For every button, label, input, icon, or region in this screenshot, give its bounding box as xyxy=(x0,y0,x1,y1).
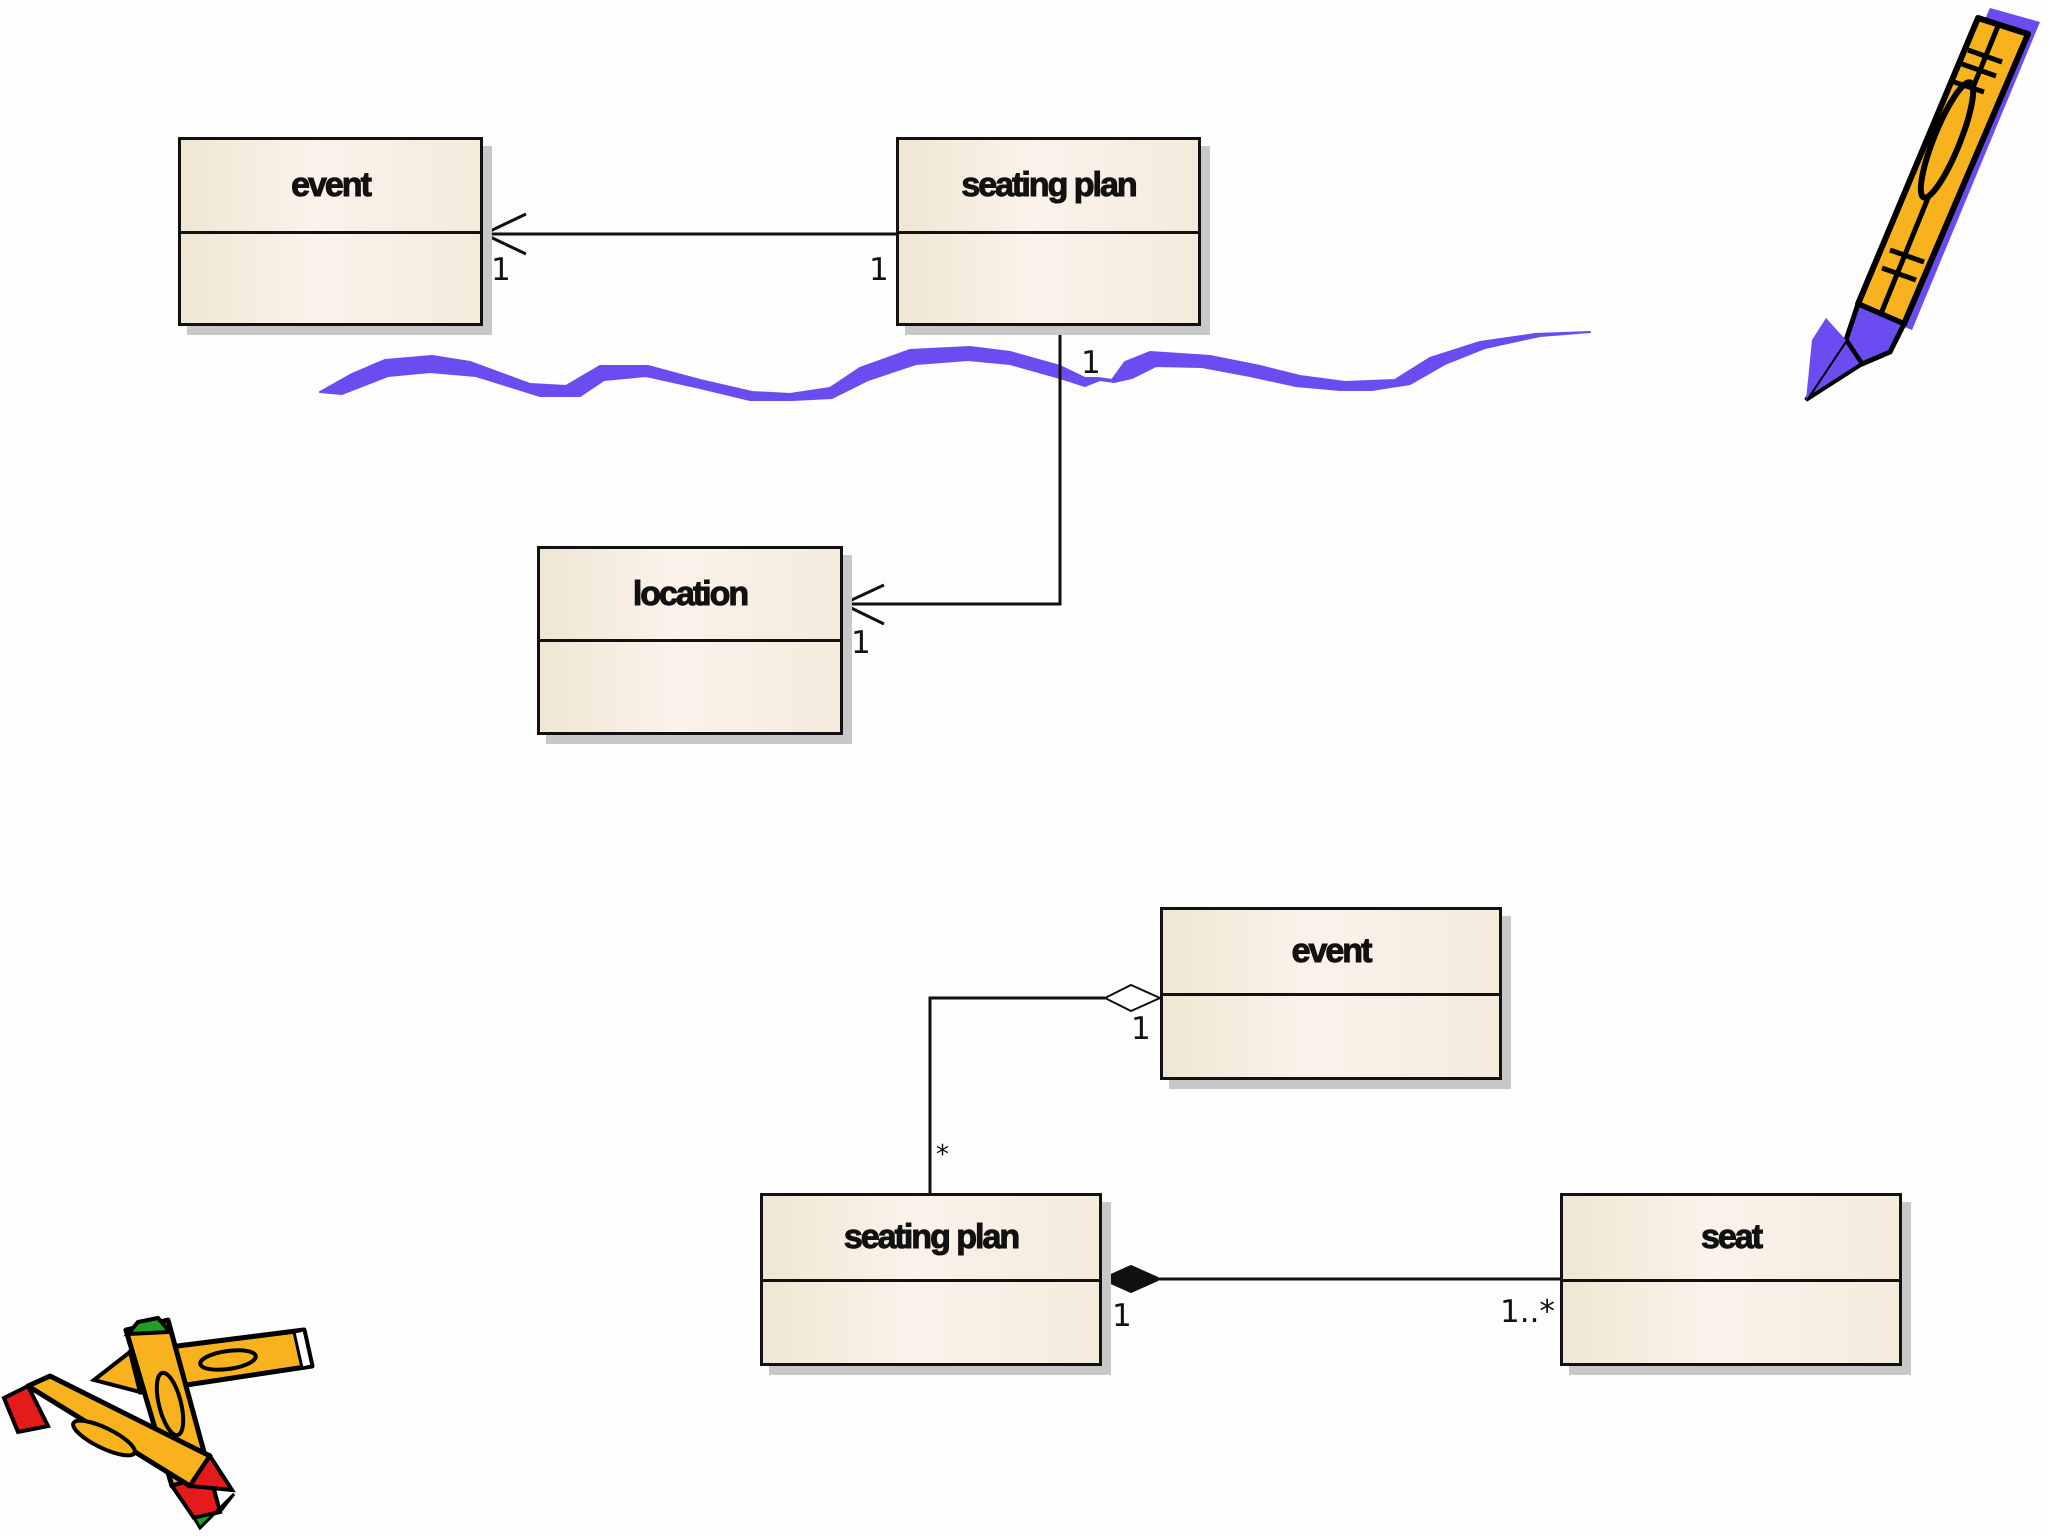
multiplicity-seat-end: 1..* xyxy=(1500,1294,1555,1330)
class-seating-plan-top[interactable]: seating plan xyxy=(896,137,1201,326)
aggregation-hollow-diamond xyxy=(1102,983,1163,1013)
assoc-seatingplan-location-line xyxy=(843,325,1062,606)
multiplicity-seating-plan-left: 1 xyxy=(869,252,889,288)
class-name: event xyxy=(181,140,480,234)
class-location-top[interactable]: location xyxy=(537,546,843,735)
class-name: event xyxy=(1163,910,1499,996)
class-event-bottom[interactable]: event xyxy=(1160,907,1502,1080)
class-seating-plan-bottom[interactable]: seating plan xyxy=(760,1193,1102,1366)
class-event-top[interactable]: event xyxy=(178,137,483,326)
open-arrowhead-location xyxy=(839,583,885,626)
crayons-clipart-icon xyxy=(1,1315,315,1531)
class-name: seating plan xyxy=(899,140,1198,234)
multiplicity-seating-plan-bottom: 1 xyxy=(1081,345,1101,381)
multiplicity-location-end: 1 xyxy=(851,625,871,661)
multiplicity-event-end: 1 xyxy=(491,252,511,288)
multiplicity-seating-plan-top: * xyxy=(936,1140,949,1170)
multiplicity-event-aggregation: 1 xyxy=(1131,1011,1151,1047)
multiplicity-seating-plan-composition: 1 xyxy=(1112,1298,1132,1334)
composition-filled-diamond xyxy=(1099,1264,1163,1294)
aggregation-line xyxy=(928,996,1105,1193)
pencil-clipart-icon xyxy=(1804,8,2040,402)
class-name: seat xyxy=(1563,1196,1899,1282)
class-seat-bottom[interactable]: seat xyxy=(1560,1193,1902,1366)
class-name: location xyxy=(540,549,840,642)
class-name: seating plan xyxy=(763,1196,1099,1282)
open-arrowhead-event xyxy=(480,212,527,256)
scribble-divider xyxy=(319,331,1591,401)
